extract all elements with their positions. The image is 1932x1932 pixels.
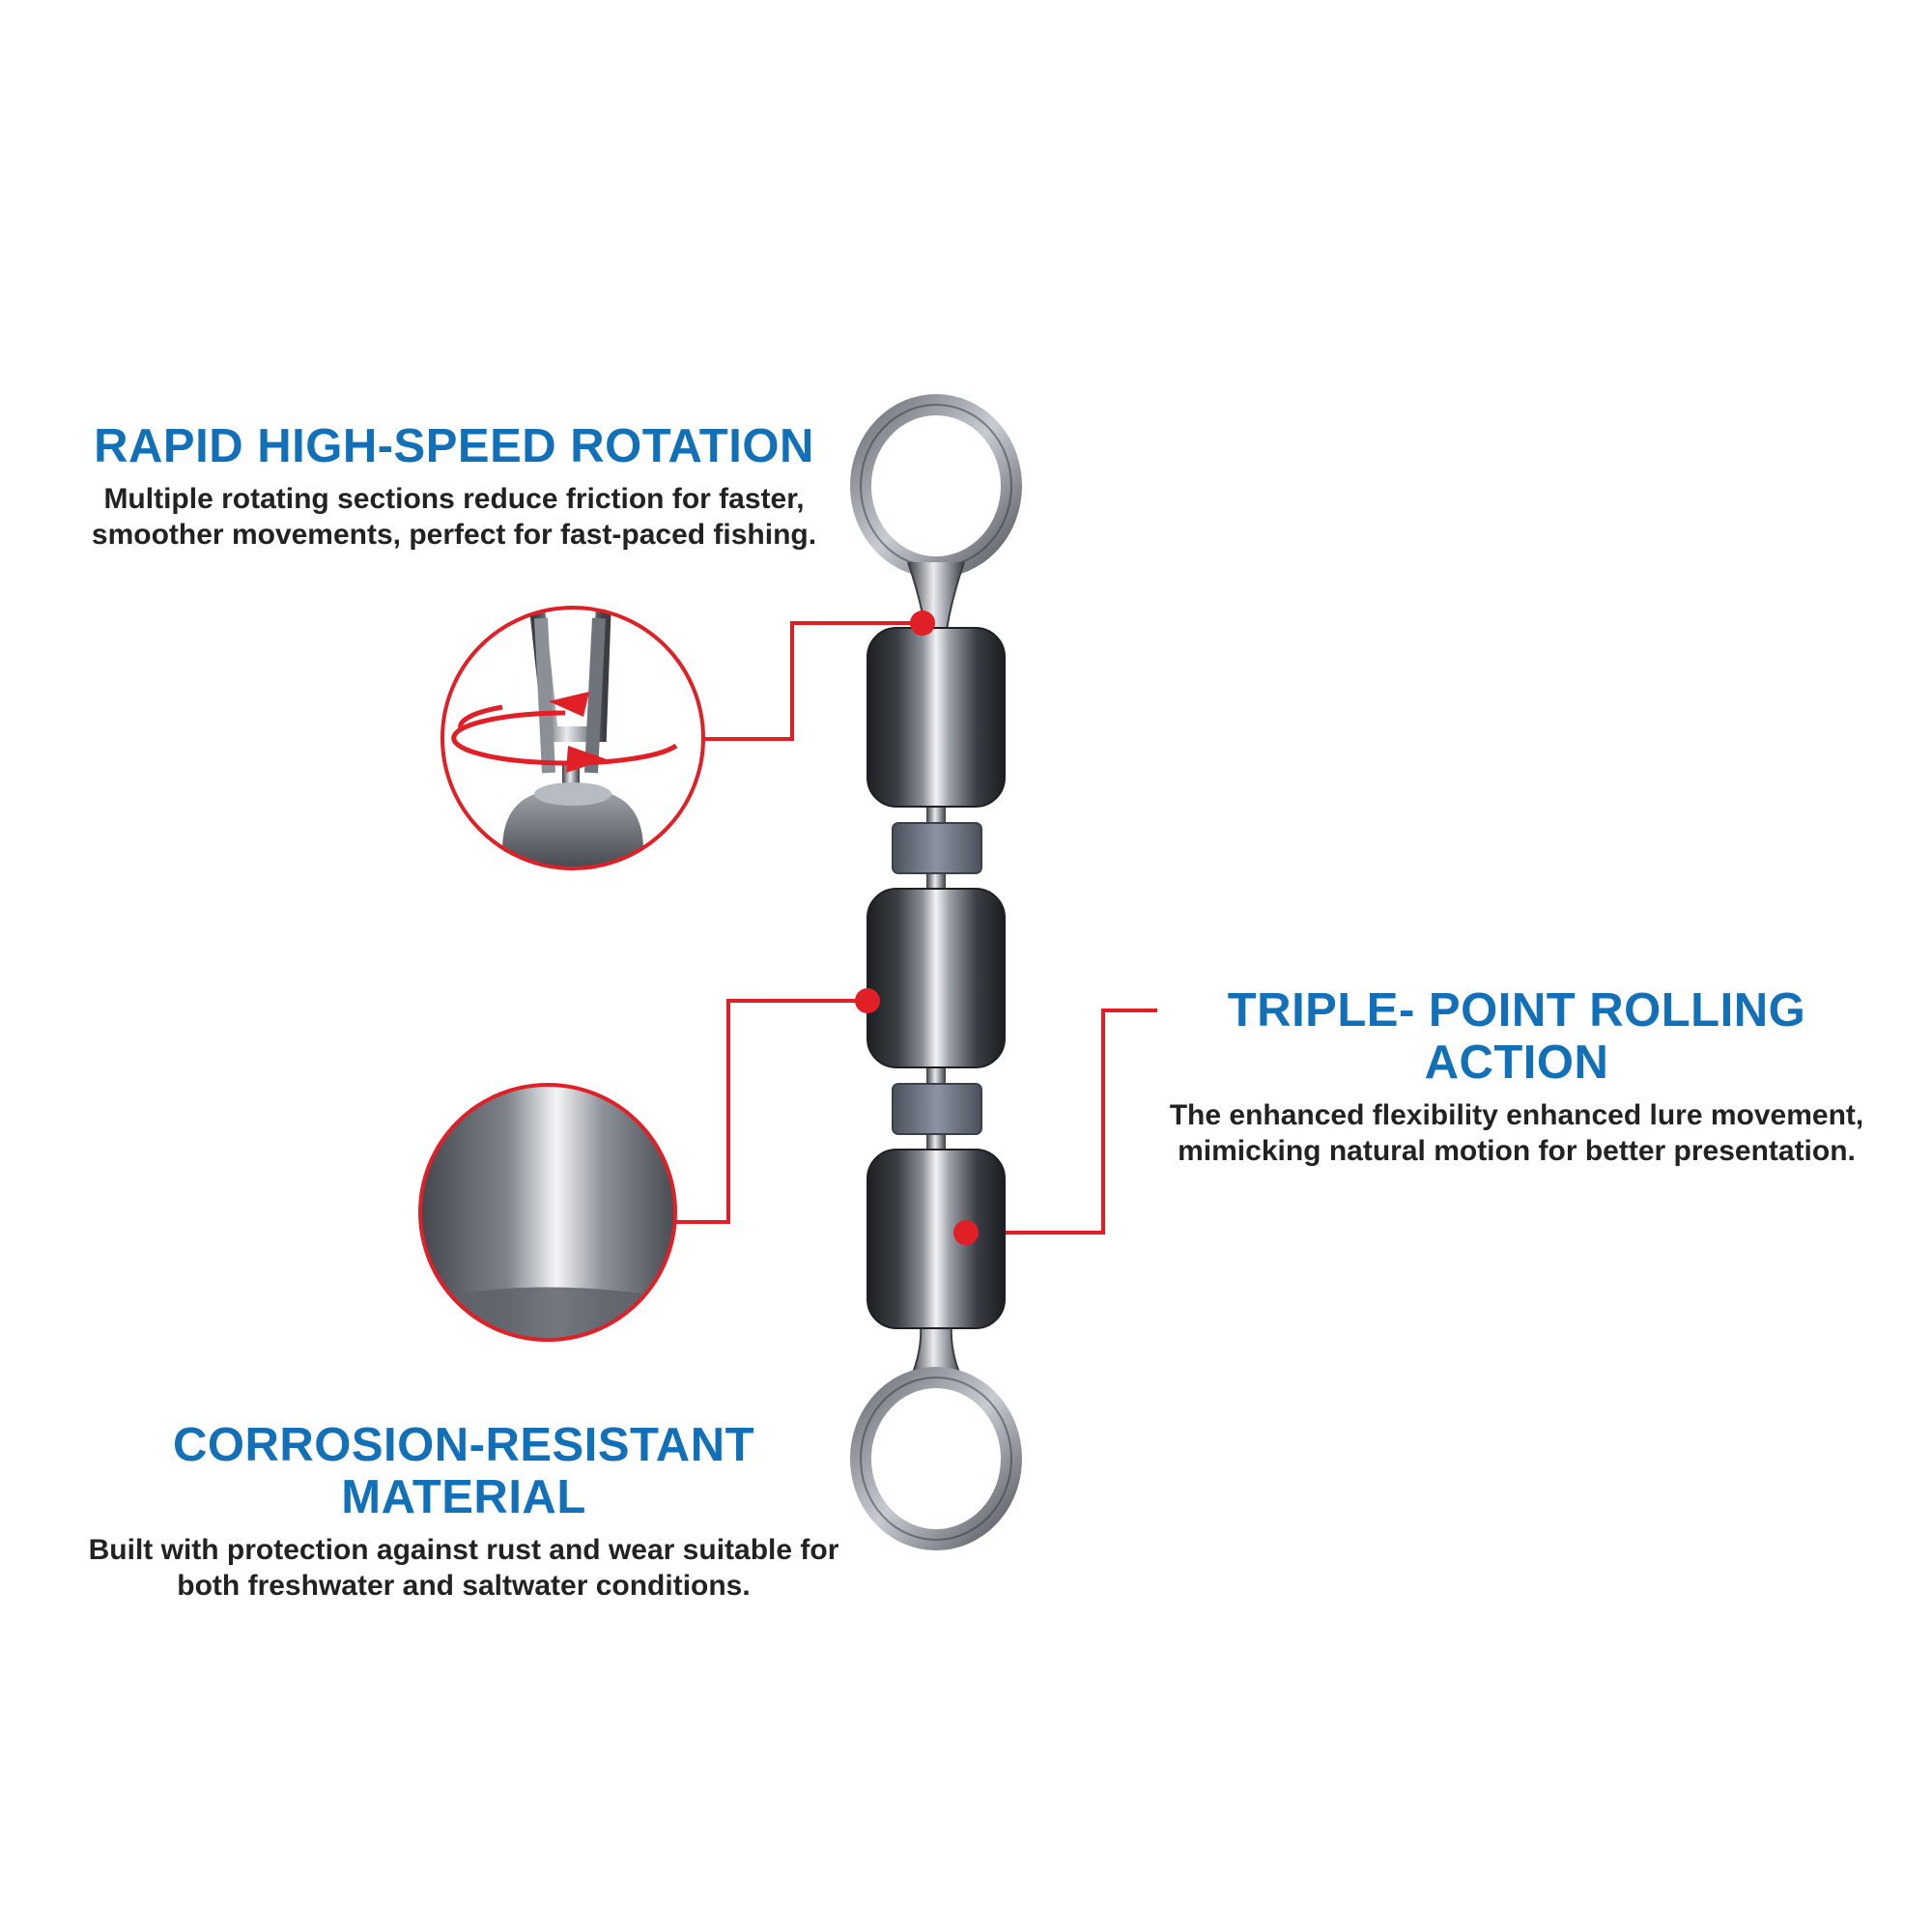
callout-dots xyxy=(855,611,979,1245)
swivel-top-eye xyxy=(850,394,1022,631)
feature-description-rotation: Multiple rotating sections reduce fricti… xyxy=(91,482,817,551)
feature-title-rolling: TRIPLE- POINT ROLLING ACTION xyxy=(1227,984,1806,1089)
feature-description-material: Built with protection against rust and w… xyxy=(88,1533,839,1602)
bead-upper xyxy=(892,822,982,874)
callout-line-material xyxy=(674,999,867,1224)
swivel-connectors xyxy=(892,802,982,1159)
feature-rotation: RAPID HIGH-SPEED ROTATION Multiple rotat… xyxy=(58,420,850,553)
barrel-middle xyxy=(867,888,1006,1068)
callout-dot-material xyxy=(855,988,880,1013)
feature-description-rolling: The enhanced flexibility enhanced lure m… xyxy=(1169,1098,1864,1167)
barrel-top xyxy=(867,627,1006,808)
swivel-bottom-eye xyxy=(850,1313,1022,1550)
feature-title-material: CORROSION-RESISTANT MATERIAL xyxy=(172,1419,755,1523)
callout-lines xyxy=(674,621,1157,1235)
rotation-arrow-icon xyxy=(451,692,678,773)
feature-material: CORROSION-RESISTANT MATERIAL Built with … xyxy=(58,1419,869,1604)
barrel-bottom xyxy=(867,1149,1006,1329)
callout-line-rolling xyxy=(966,1009,1157,1235)
feature-title-rotation: RAPID HIGH-SPEED ROTATION xyxy=(94,420,814,472)
swivel-barrels xyxy=(867,627,1006,1329)
bead-lower xyxy=(892,1083,982,1135)
callout-dot-rolling xyxy=(953,1220,979,1245)
zoom-circle-material xyxy=(418,1083,677,1342)
callout-dot-rotation xyxy=(910,611,935,636)
zoom-circle-rotation xyxy=(440,606,705,870)
feature-rolling: TRIPLE- POINT ROLLING ACTION The enhance… xyxy=(1140,984,1893,1169)
callout-line-rotation xyxy=(703,621,923,741)
